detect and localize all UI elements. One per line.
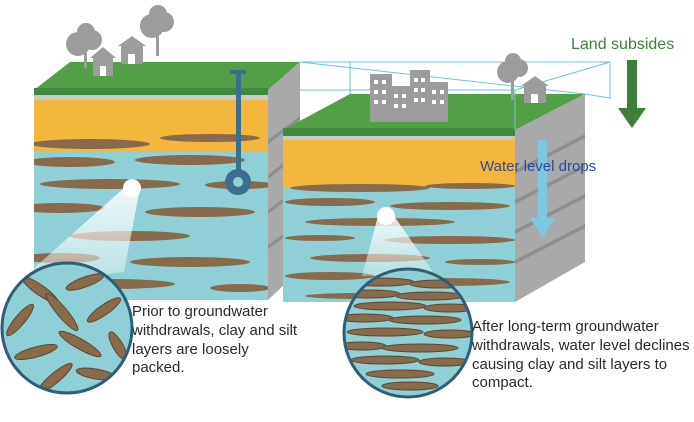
left-magnifier-beam xyxy=(14,188,140,286)
left-magnified-circle xyxy=(0,261,134,395)
after-withdrawal-caption: After long-term groundwater withdrawals,… xyxy=(472,318,690,392)
land-subsides-label: Land subsides xyxy=(571,36,675,53)
right-building-icons xyxy=(370,53,549,122)
water-level-drops-label: Water level drops xyxy=(480,158,597,175)
left-house-tree-icons xyxy=(66,5,174,76)
land-subsides-arrow-icon xyxy=(618,60,646,128)
right-magnifier-beam xyxy=(362,216,436,276)
left-ground-block xyxy=(34,62,300,300)
right-grass-front xyxy=(283,128,515,136)
left-grass-front xyxy=(34,88,268,96)
left-grass-top xyxy=(34,62,300,90)
left-sample-point xyxy=(123,179,141,197)
prior-withdrawal-caption: Prior to groundwater withdrawals, clay a… xyxy=(132,303,298,377)
right-dry-soil xyxy=(283,140,515,188)
well-icon xyxy=(225,70,251,195)
right-ground-block xyxy=(283,94,585,302)
right-sample-point xyxy=(377,207,395,225)
water-level-drops-arrow-icon xyxy=(530,140,555,238)
